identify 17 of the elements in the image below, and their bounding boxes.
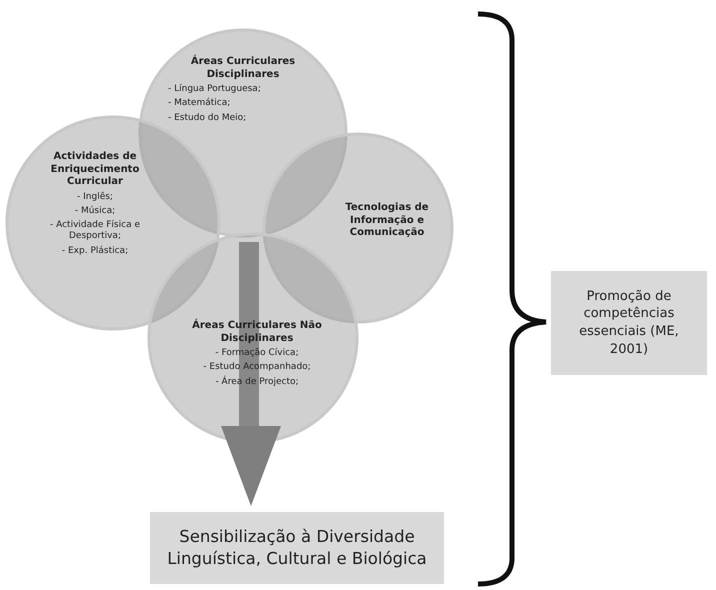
list-item: - Música; xyxy=(74,206,116,217)
list-item: - Área de Projecto; xyxy=(214,376,300,388)
list-item: - Matemática; xyxy=(168,98,232,110)
block-arrow xyxy=(221,242,281,506)
circle-heading: Áreas Curriculares Não Disciplinares xyxy=(191,320,323,345)
list-item: - Estudo Acompanhado; xyxy=(202,362,312,374)
circle-heading: Actividades de Enriquecimento Curricular xyxy=(50,151,140,188)
label-box: Sensibilização à Diversidade Linguística, Cultural e Biológica xyxy=(150,512,444,584)
circle-heading: Tecnologias de Informação e Comunicação xyxy=(344,202,430,240)
list-item: - Estudo do Meio; xyxy=(168,112,248,124)
list-item: - Língua Portuguesa; xyxy=(168,84,262,96)
label-box: Promoção de competências essenciais (ME, 2001) xyxy=(551,271,707,375)
list-item: - Exp. Plástica; xyxy=(60,246,130,257)
list-item: - Actividade Física e Desportiva; xyxy=(49,220,141,242)
list-item: - Formação Cívica; xyxy=(214,348,300,360)
list-item: - Inglês; xyxy=(76,192,114,203)
circle-heading: Áreas Curriculares Disciplinares xyxy=(190,56,296,81)
